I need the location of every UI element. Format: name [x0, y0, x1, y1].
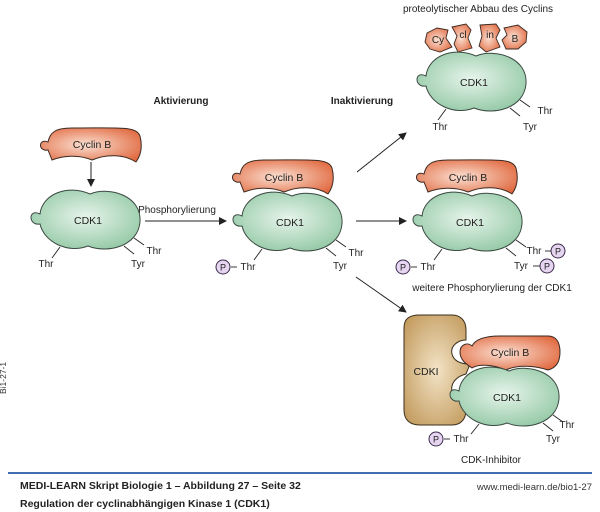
- residue-tick: [437, 108, 447, 121]
- residue-thr161: Thr: [349, 248, 365, 259]
- fragment-label: in: [486, 30, 494, 41]
- residue-tick: [335, 239, 347, 248]
- cyclin-b-label: Cyclin B: [449, 172, 488, 184]
- residue-tick: [505, 247, 517, 257]
- stage-3b-further-phosphorylation: Cyclin B CDK1 P Thr Thr P Tyr P: [395, 159, 566, 275]
- cdk1-label: CDK1: [493, 392, 521, 404]
- stage-3a-proteolysis: Cy cl in B CDK1 Thr Thr Tyr: [416, 23, 554, 133]
- phosphate-label: P: [433, 435, 439, 445]
- phosphate-icon: [395, 259, 411, 275]
- cdki-label: CDKI: [413, 366, 438, 378]
- cyclin-fragment: [478, 23, 501, 53]
- fragment-label: Cy: [432, 35, 444, 46]
- phosphate-label: P: [544, 262, 550, 272]
- residue-thr14: Thr: [433, 122, 449, 133]
- residue-tick: [325, 247, 337, 257]
- residue-tyr15: Tyr: [333, 261, 348, 272]
- cyclin-fragment: [501, 24, 528, 50]
- residue-tick: [123, 245, 135, 255]
- footer-source: MEDI-LEARN Skript Biologie 1 – Abbildung…: [20, 480, 301, 492]
- residue-tick: [253, 248, 263, 261]
- residue-thr161: Thr: [560, 420, 576, 431]
- cyclin-fragment: [424, 27, 453, 53]
- footer-url[interactable]: www.medi-learn.de/bio1-27: [476, 482, 592, 493]
- cyclin-b-label: Cyclin B: [491, 347, 530, 359]
- residue-tick: [51, 246, 61, 259]
- residue-thr14: Thr: [421, 262, 437, 273]
- footer-caption: Regulation der cyclinabhängigen Kinase 1…: [20, 498, 270, 510]
- cdk1-label: CDK1: [460, 77, 488, 89]
- residue-tick: [433, 248, 443, 261]
- phosphate-icon: [215, 259, 231, 275]
- arrow-to-proteolysis: [356, 132, 407, 173]
- cdk1-label: CDK1: [74, 215, 102, 227]
- footer-rule: [8, 472, 592, 474]
- cdk-inhibitor-label: CDK-Inhibitor: [461, 455, 522, 466]
- cyclin-fragment: [451, 23, 473, 53]
- proteolysis-label: proteolytischer Abbau des Cyclins: [403, 4, 553, 15]
- residue-tick: [519, 99, 531, 108]
- residue-tick: [470, 423, 480, 435]
- residue-tick: [515, 239, 527, 248]
- residue-thr161: Thr: [147, 246, 163, 257]
- residue-tick: [552, 414, 564, 423]
- phosphate-icon: [539, 258, 555, 274]
- stage-2-active-complex: Cyclin B CDK1 P Thr Thr Tyr: [215, 159, 365, 275]
- residue-tick: [542, 422, 554, 432]
- residue-thr161: Thr: [527, 246, 543, 257]
- stage-3c-cdk-inhibitor: CDKI Cyclin B CDK1 P Thr Thr Tyr: [403, 314, 576, 447]
- residue-tyr15: Tyr: [514, 261, 529, 272]
- residue-thr14: Thr: [241, 262, 257, 273]
- phosphorylation-label: Phosphorylierung: [138, 205, 216, 216]
- cyclin-b-label: Cyclin B: [265, 172, 304, 184]
- header-inactivation: Inaktivierung: [331, 96, 393, 107]
- residue-thr161: Thr: [538, 106, 554, 117]
- phosphate-icon: [428, 431, 444, 447]
- further-phosphorylation-label: weitere Phosphorylierung der CDK1: [411, 283, 572, 294]
- fragment-label: B: [512, 34, 519, 45]
- cdk1-label: CDK1: [456, 217, 484, 229]
- phosphate-label: P: [400, 263, 406, 273]
- residue-thr14: Thr: [39, 259, 55, 270]
- residue-tick: [509, 107, 521, 117]
- residue-thr14: Thr: [454, 434, 470, 445]
- cyclin-b-shape: [459, 335, 561, 371]
- cdk1-label: CDK1: [276, 217, 304, 229]
- stage-1-free-cyclin: Cyclin B CDK1 Thr Thr Tyr: [30, 127, 163, 270]
- phosphate-label: P: [220, 263, 226, 273]
- phosphate-icon: [550, 243, 566, 259]
- residue-tick: [133, 237, 145, 246]
- residue-tyr15: Tyr: [546, 434, 561, 445]
- figure-code: Bi1-27-1: [0, 361, 8, 394]
- fragment-label: cl: [459, 30, 466, 41]
- residue-tyr15: Tyr: [131, 259, 146, 270]
- header-activation: Aktivierung: [153, 96, 208, 107]
- cyclin-b-label: Cyclin B: [73, 139, 112, 151]
- residue-tyr15: Tyr: [523, 122, 538, 133]
- phosphate-label: P: [555, 247, 561, 257]
- arrow-to-inhibitor: [355, 276, 407, 313]
